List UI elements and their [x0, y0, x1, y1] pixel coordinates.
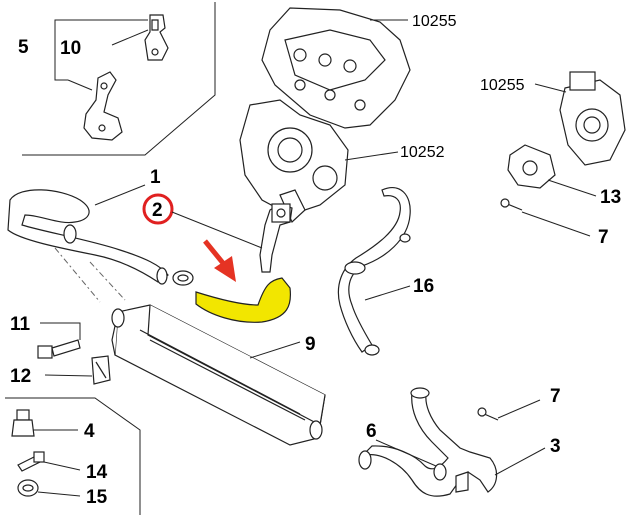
callout-4: 4 [84, 421, 95, 442]
callout-11: 11 [10, 314, 31, 335]
leader-10255-right [534, 83, 567, 93]
inset-box-top-left [22, 2, 216, 156]
callout-3: 3 [550, 436, 561, 457]
turbocharger [239, 99, 349, 224]
callout-6: 6 [366, 421, 377, 442]
throttle-body [559, 71, 626, 166]
callout-1: 1 [150, 167, 161, 188]
part-7-screw-top [500, 198, 523, 211]
leader-7-bottom [497, 399, 541, 419]
part-1-hose [7, 189, 169, 285]
callout-5-bracket [54, 19, 149, 91]
callout-2: 2 [152, 200, 163, 221]
part-13-flange [507, 144, 556, 189]
leader-1 [94, 184, 146, 206]
part-3-hose [358, 387, 498, 497]
leader-7-top [521, 211, 591, 237]
leader-6 [375, 439, 437, 467]
part-4-nut [11, 409, 35, 437]
part-6-grommet [433, 463, 447, 481]
part-14-bolt [17, 451, 45, 472]
part-11-bolt [37, 339, 81, 359]
intake-manifold [261, 7, 411, 129]
leader-15 [37, 491, 81, 497]
red-circle-icon [142, 193, 174, 225]
part-12-clip [91, 355, 111, 385]
leader-9 [249, 341, 301, 359]
callout-7-bottom: 7 [550, 386, 561, 407]
part-7-screw-bottom [477, 407, 499, 421]
leader-12 [44, 374, 93, 377]
part-10-clip [144, 14, 169, 61]
callout-7-top: 7 [598, 227, 609, 248]
leader-14 [43, 461, 81, 471]
leader-10252 [344, 151, 399, 161]
inset-box-bottom-left [5, 397, 141, 515]
part-2-hose-highlight [195, 277, 292, 323]
callout-10252: 10252 [400, 144, 445, 161]
leader-11 [40, 322, 81, 340]
part-16-hose [337, 187, 411, 356]
callout-16: 16 [413, 276, 434, 297]
callout-14: 14 [86, 462, 108, 483]
callout-10255-right: 10255 [480, 77, 525, 94]
hose-clamp [172, 270, 194, 286]
callout-13: 13 [600, 187, 621, 208]
part-5-bracket [83, 71, 123, 141]
part-9-intercooler [111, 304, 326, 446]
part-2-hose-upper [259, 203, 293, 273]
callout-12: 12 [10, 366, 31, 387]
leader-3 [494, 447, 546, 476]
callout-9: 9 [305, 334, 316, 355]
callout-15: 15 [86, 487, 108, 508]
callout-10255-top: 10255 [412, 13, 457, 30]
leader-13 [547, 179, 597, 197]
leader-16 [364, 285, 411, 301]
red-arrow-icon [203, 239, 236, 282]
part-15-plug [17, 479, 39, 497]
callout-10: 10 [60, 38, 81, 59]
guide-lines [54, 247, 126, 303]
leader-2 [171, 211, 263, 249]
callout-5: 5 [18, 37, 29, 58]
